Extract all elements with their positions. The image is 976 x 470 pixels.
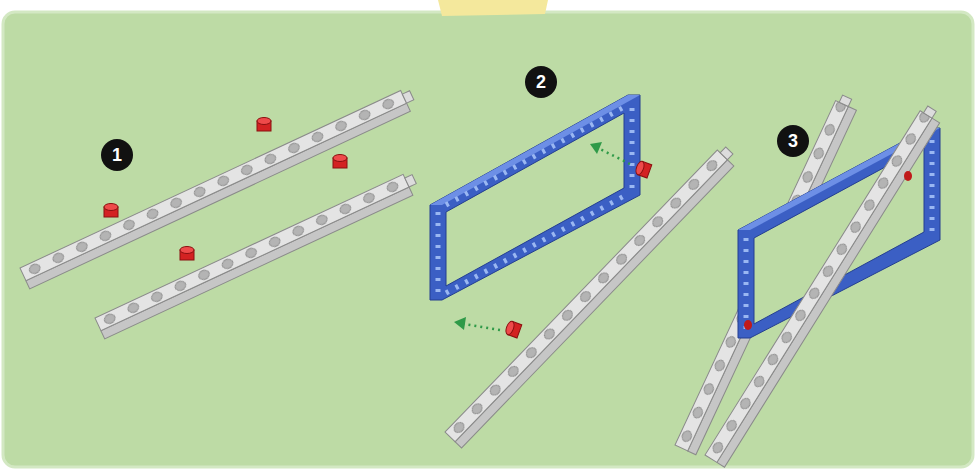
grey-beam <box>705 104 944 467</box>
sticky-note <box>438 0 548 16</box>
step-number-text: 1 <box>112 146 122 164</box>
insert-arrowhead <box>454 142 602 330</box>
step-number: 3 <box>777 125 809 157</box>
step-number-text: 2 <box>536 73 546 91</box>
red-pin <box>504 160 651 338</box>
red-pin <box>744 171 912 330</box>
insert-arrow <box>464 148 630 330</box>
step-number-text: 3 <box>788 132 798 150</box>
step-number: 2 <box>525 66 557 98</box>
background-panel <box>3 12 973 467</box>
grey-beam <box>20 87 418 289</box>
step-number: 1 <box>101 139 133 171</box>
grey-beam <box>95 171 420 339</box>
red-pin <box>104 118 347 261</box>
